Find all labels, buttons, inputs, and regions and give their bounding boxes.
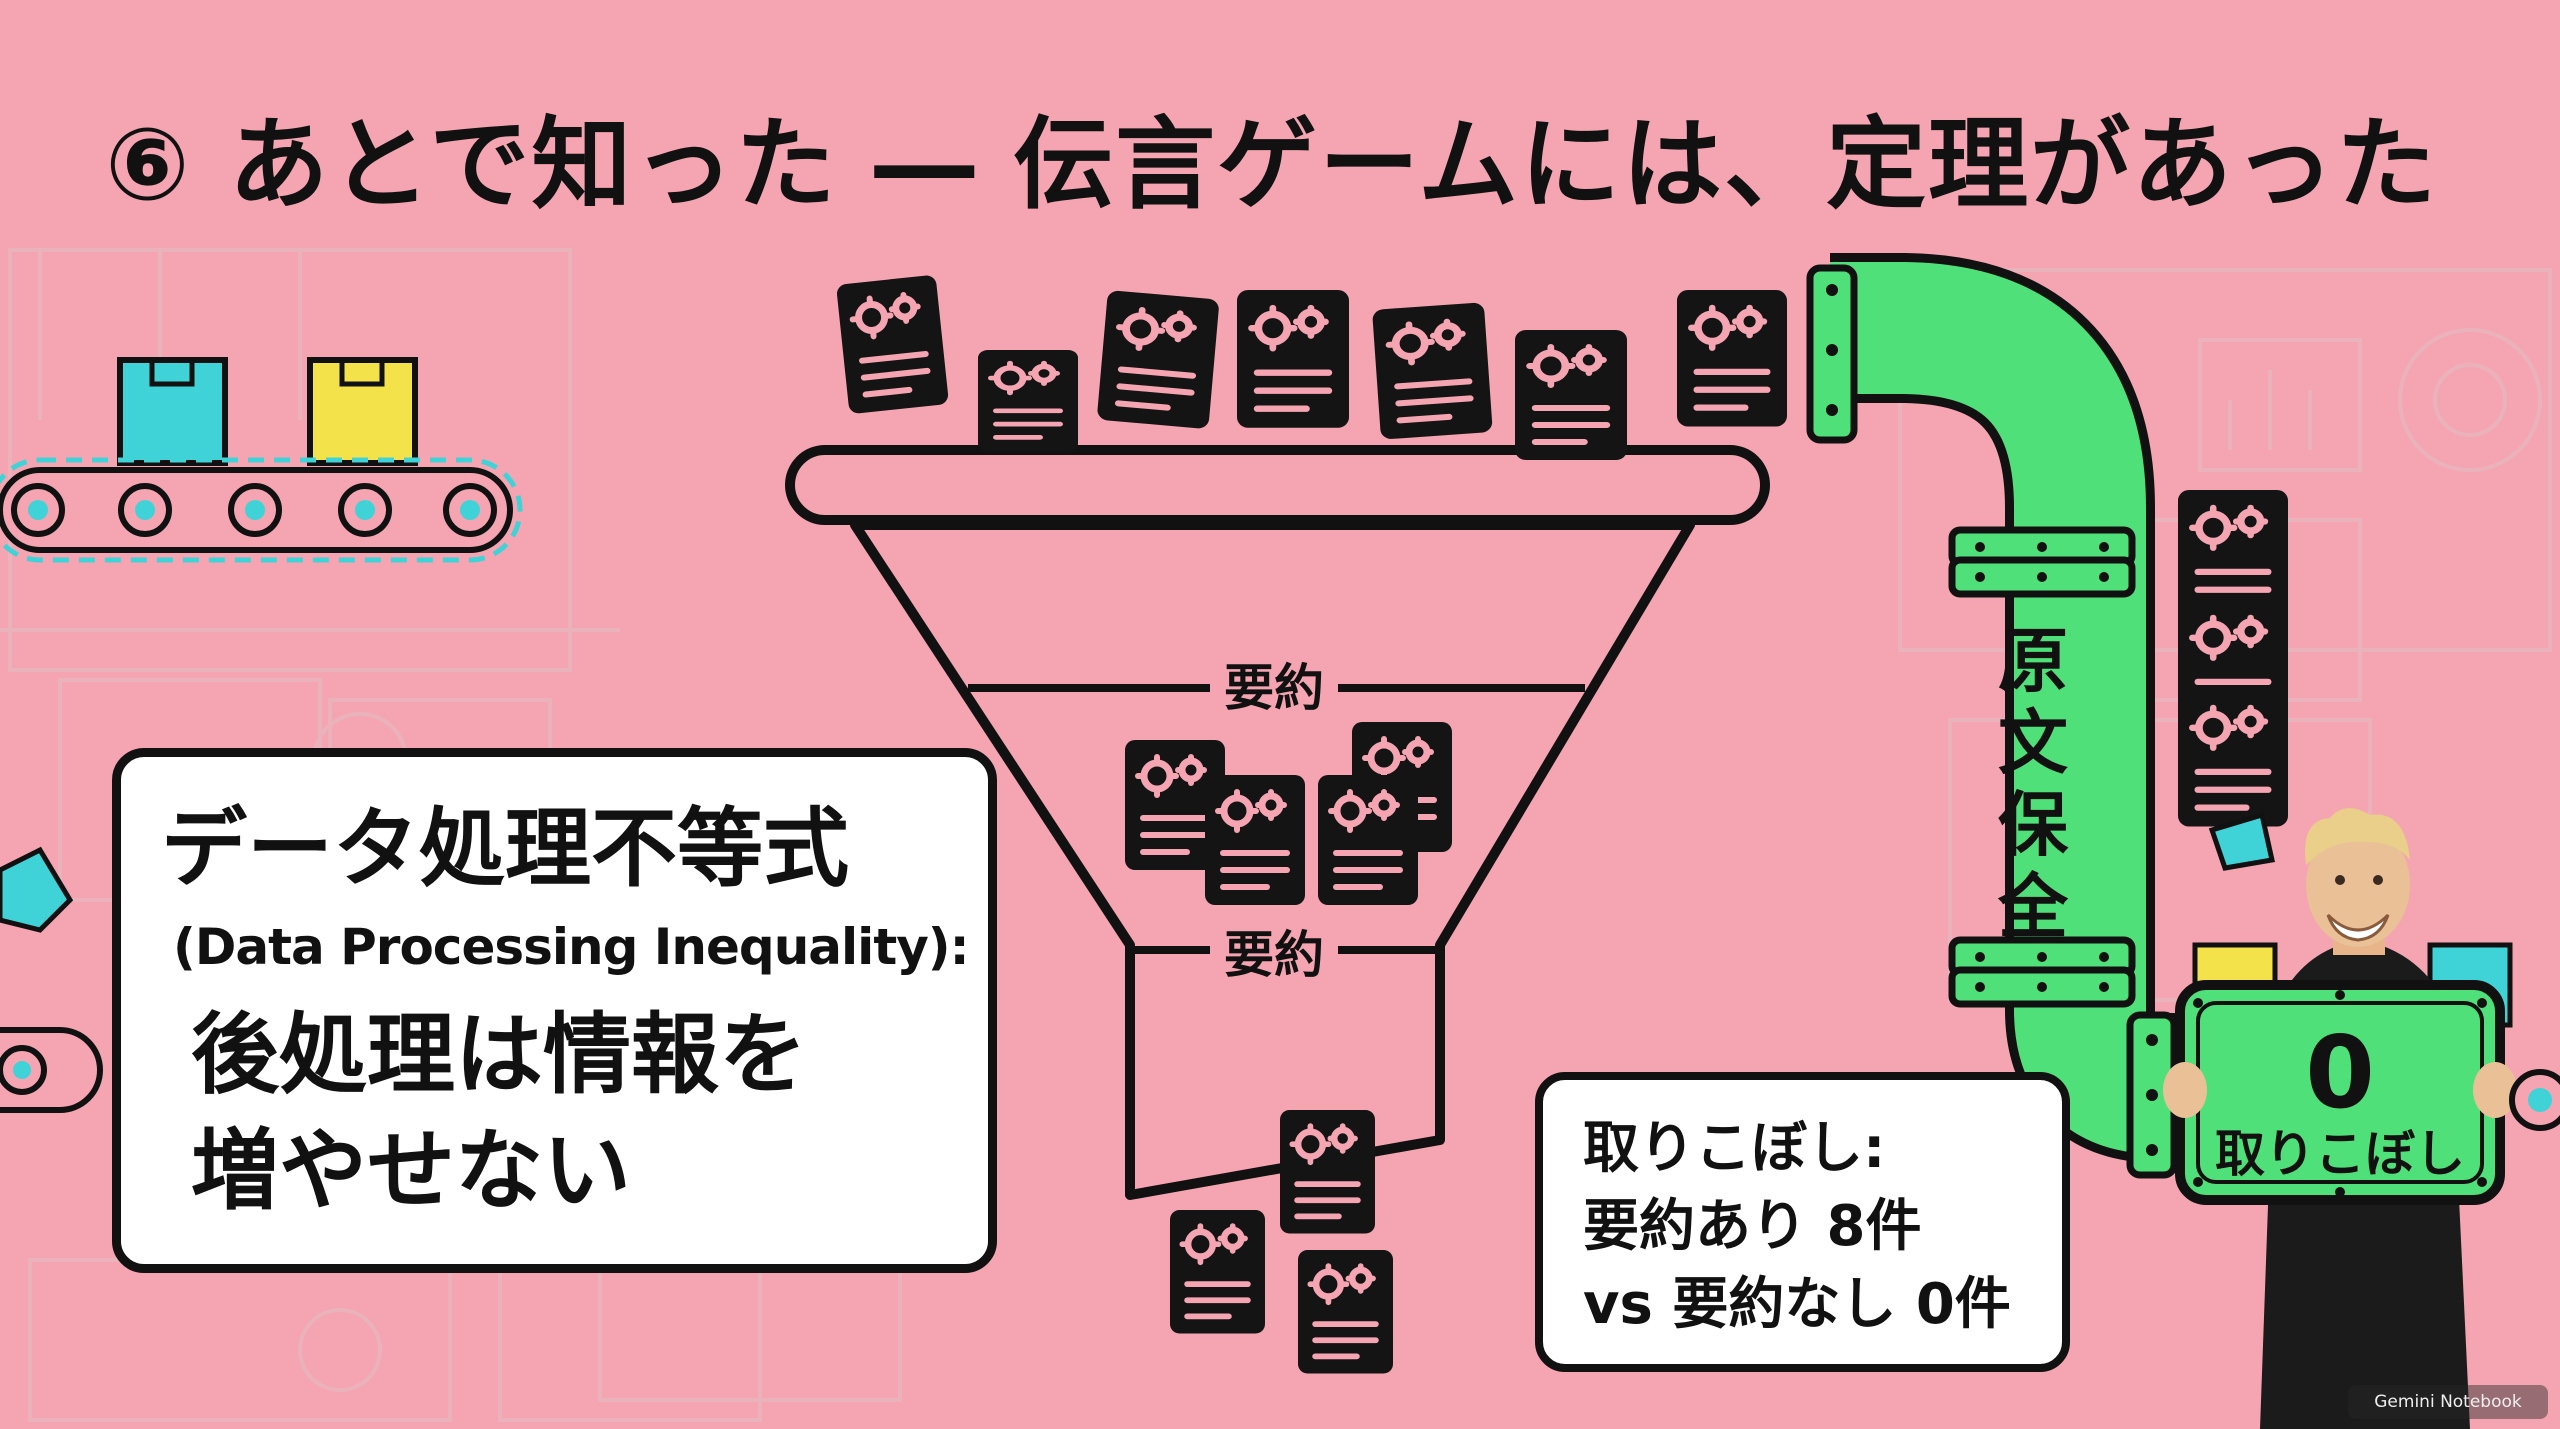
documents-top-row (836, 275, 1787, 460)
data-processing-inequality-card: データ処理不等式 (Data Processing Inequality): 後… (112, 748, 997, 1273)
documents-right-stack (2178, 490, 2288, 871)
conveyor-belt-icon (0, 357, 523, 563)
dropped-line-2: 要約あり 8件 (1583, 1194, 1922, 1259)
card-heading: データ処理不等式 (161, 799, 849, 899)
funnel-stage-label-2: 要約 (1210, 925, 1338, 985)
conveyor-fragment (0, 846, 103, 1113)
sign-count: 0 (2305, 1014, 2375, 1131)
funnel-stage-label-1: 要約 (1210, 658, 1338, 718)
gear-icon (2509, 1069, 2560, 1131)
pipe-icon (1806, 253, 2200, 1179)
card-body-line-2: 増やせない (191, 1119, 632, 1222)
card-subheading: (Data Processing Inequality): (173, 918, 970, 976)
dropped-items-text: 取りこぼし: 要約あり 8件 vs 要約なし 0件 (1583, 1110, 2053, 1344)
pipe-label: 原文保全 (1998, 620, 2068, 948)
sign-label: 取りこぼし (2215, 1125, 2465, 1183)
page-title: ⑥ あとで知った ― 伝言ゲームには、定理があった (105, 106, 2439, 223)
dropped-line-3: vs 要約なし 0件 (1583, 1272, 2011, 1337)
dropped-line-1: 取りこぼし: (1583, 1116, 1886, 1181)
card-body-line-1: 後処理は情報を (191, 1003, 808, 1106)
card-body: 後処理は情報を 増やせない (191, 997, 971, 1229)
dropped-items-card: 取りこぼし: 要約あり 8件 vs 要約なし 0件 (1535, 1072, 2070, 1372)
zero-dropped-sign (2163, 980, 2517, 1205)
watermark-badge: Gemini Notebook (2348, 1385, 2548, 1419)
